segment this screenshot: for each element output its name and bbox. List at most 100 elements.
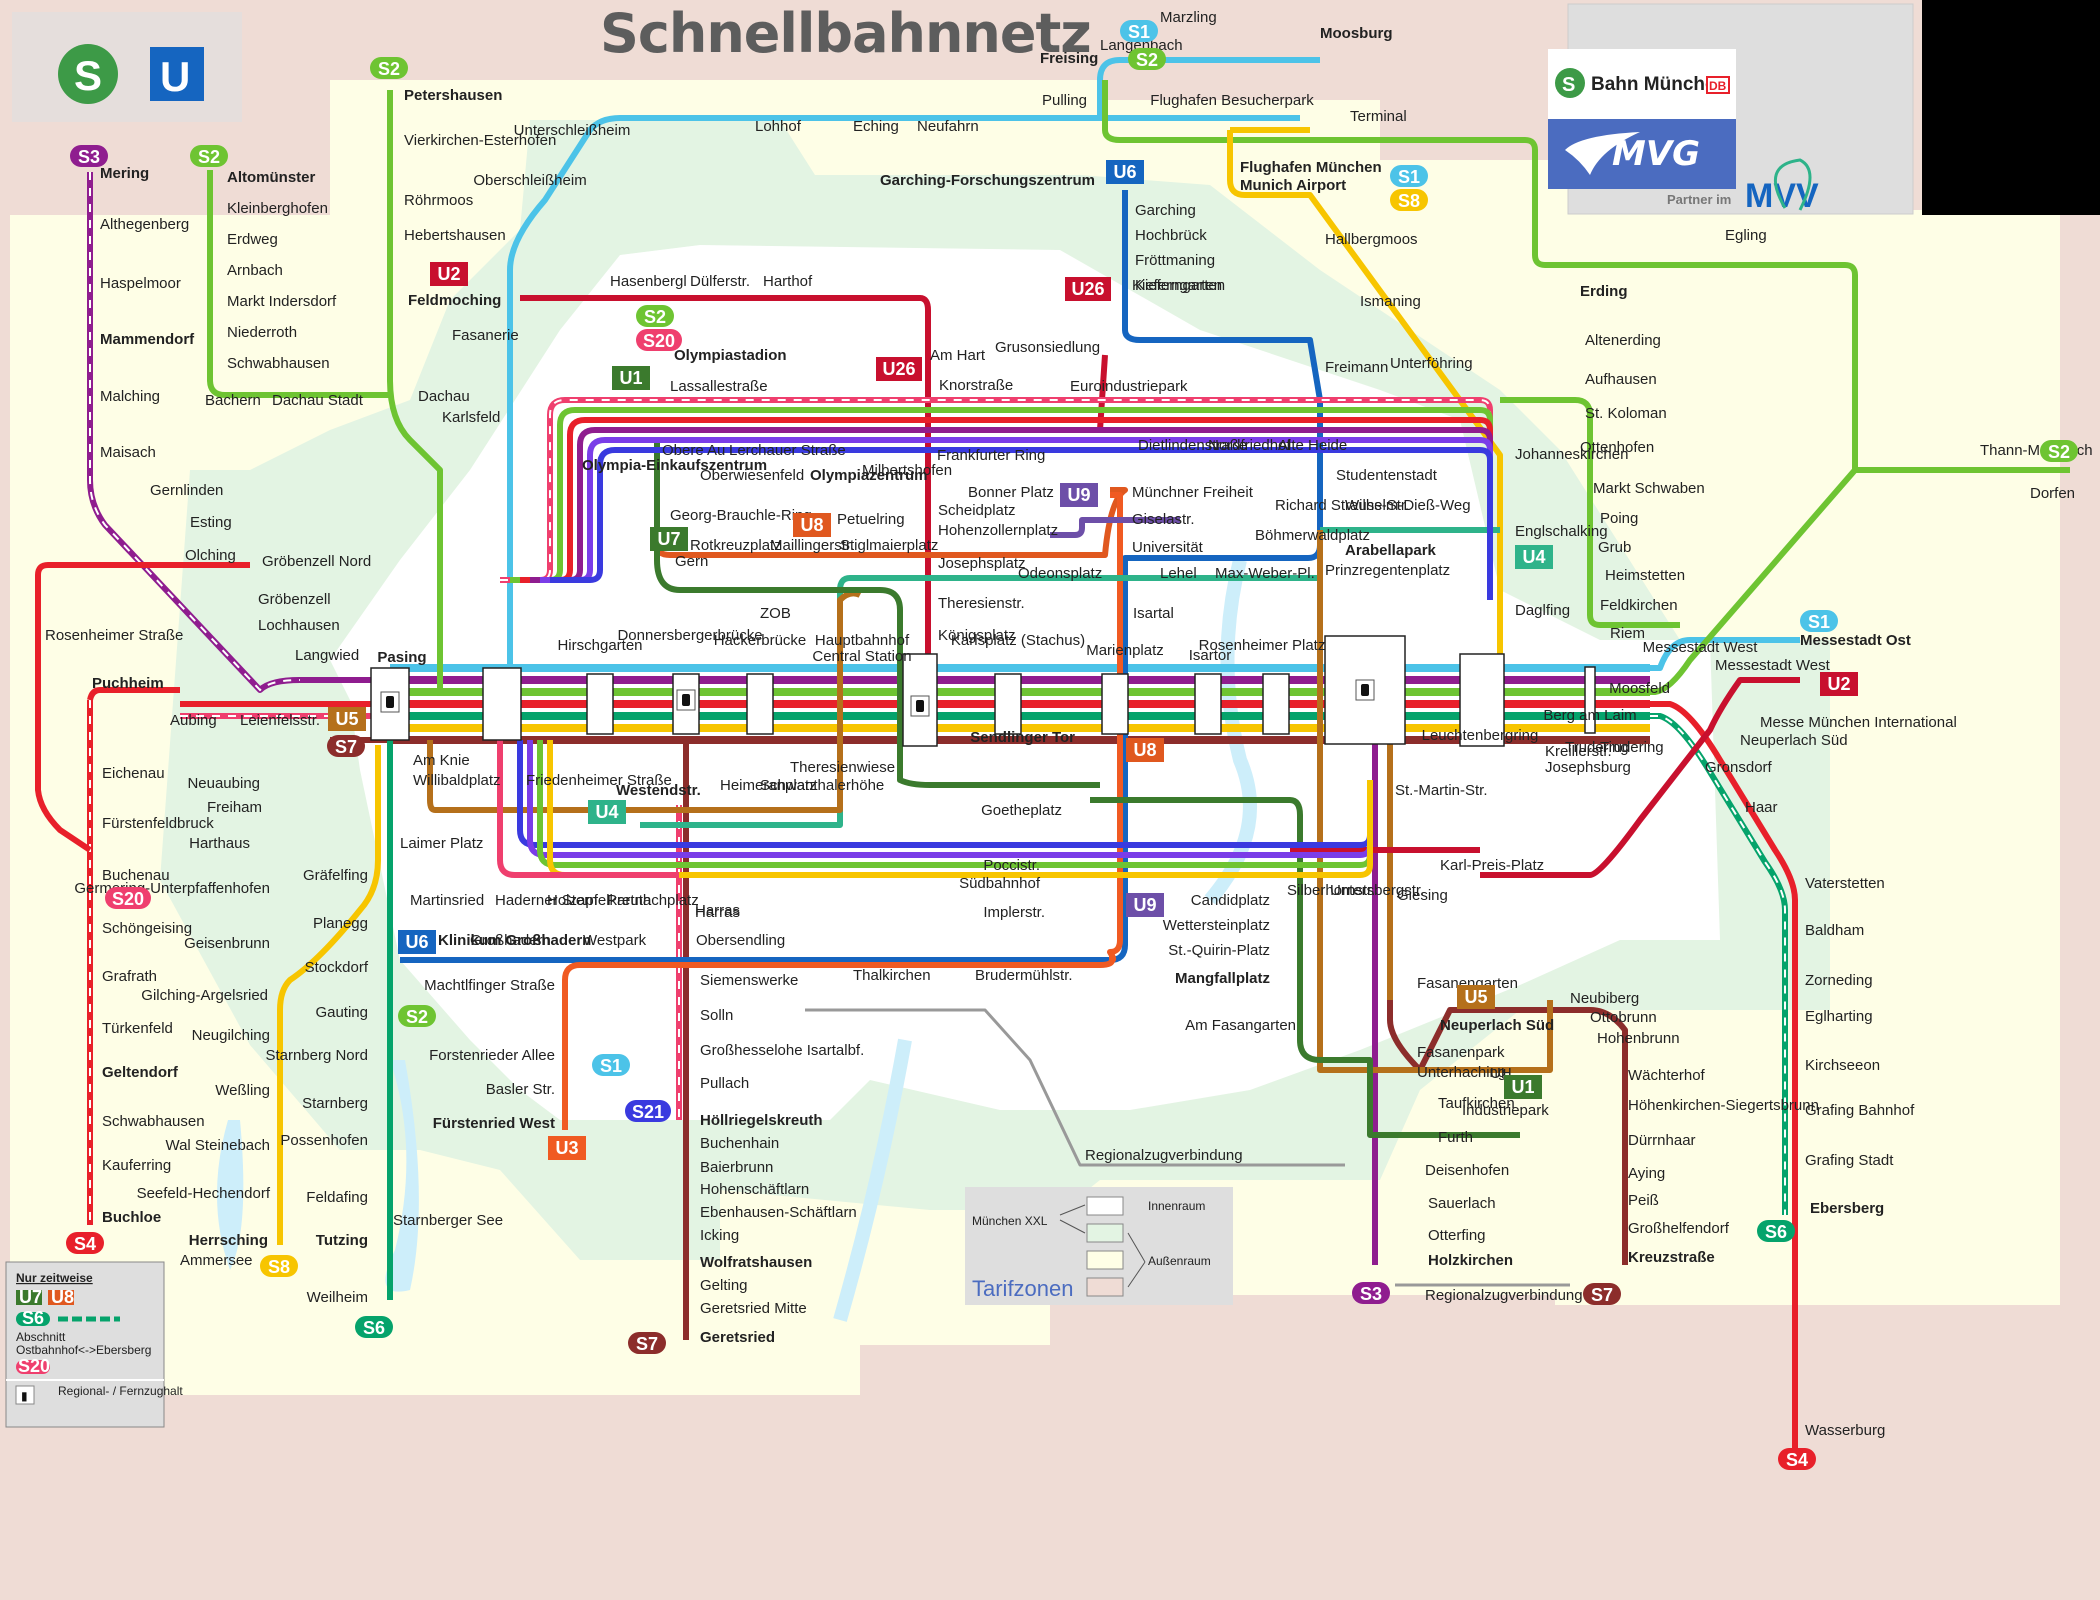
badge-s20 (636, 329, 682, 351)
station-label: Holzapfelkreuth (547, 892, 651, 909)
legend-section: Ostbahnhof<->Ebersberg (16, 1343, 151, 1357)
station-label: Schwabhausen (102, 1113, 205, 1130)
s1-north-line (507, 115, 1300, 335)
station-label: Markt Schwaben (1593, 480, 1705, 497)
station-label: Karl-Preis-Platz (1440, 857, 1544, 874)
station-label: Willibaldplatz (413, 772, 501, 789)
station-label: Grafing Bahnhof (1805, 1102, 1915, 1119)
station-label: Wilhelm-Dieß-Weg (1345, 497, 1471, 514)
badge-label: S2 (2048, 442, 2070, 462)
trunk-station (1459, 653, 1505, 747)
station-label: Klinikum Großhadern (438, 932, 591, 949)
badge-label: U8 (800, 515, 823, 535)
u9-line (1050, 517, 1180, 538)
station-label: Fasanerie (452, 327, 519, 344)
badge-s4 (66, 1232, 104, 1254)
badge-s7 (628, 1332, 666, 1354)
station-label: Possenhofen (280, 1132, 368, 1149)
station-label: Kreuzstraße (1628, 1249, 1715, 1266)
s4-east-line (1650, 701, 1798, 1470)
station-label: Buchloe (102, 1209, 161, 1226)
badge-u26 (1065, 277, 1111, 301)
station-label: Türkenfeld (102, 1020, 173, 1037)
station-label: Marienplatz (1086, 642, 1164, 659)
u2-east-line (1480, 677, 1800, 878)
station-label: Niederroth (227, 324, 297, 341)
station-label: Kleinberghofen (227, 200, 328, 217)
station-label: Flughafen Besucherpark (1150, 92, 1314, 109)
station-label: Neuperlach Süd (1740, 732, 1848, 749)
station-label: Südbahnhof (959, 875, 1041, 892)
station-label: Esting (190, 514, 232, 531)
station-label: Erding (1580, 283, 1628, 300)
station-label: Großhelfendorf (1628, 1220, 1730, 1237)
station-label: Hohenschäftlarn (700, 1181, 809, 1198)
trunk-station (370, 667, 410, 741)
station-label: Lassallestraße (670, 378, 768, 395)
badge-s3 (70, 145, 108, 167)
station-label: Gelting (700, 1277, 748, 1294)
station-label: Leienfelsstr. (240, 712, 320, 729)
db-logo-text: DB (1709, 79, 1727, 93)
legend-u8-badge (48, 1290, 74, 1305)
station-label: Icking (700, 1227, 739, 1244)
zone-swatch-outer (1086, 1277, 1124, 1297)
station-label: Großhesselohe Isartalbf. (700, 1042, 864, 1059)
station-label: Hohenbrunn (1597, 1030, 1680, 1047)
badge-u6 (1106, 160, 1144, 184)
legend-zones-brackets (1059, 1204, 1146, 1288)
badge-s1 (592, 1054, 630, 1076)
badge-label: U26 (882, 359, 915, 379)
station-label: Maisach (100, 444, 156, 461)
badge-u1 (1504, 1075, 1542, 1099)
legend-s6-label: S6 (22, 1308, 44, 1328)
station-label: Eglharting (1805, 1008, 1873, 1025)
station-label: Isartor (1189, 647, 1232, 664)
badge-label: S1 (1398, 167, 1420, 187)
station-label: Markt Indersdorf (227, 293, 337, 310)
station-label: Petershausen (404, 87, 502, 104)
station-label: Ammersee (180, 1252, 253, 1269)
station-label: Kauferring (102, 1157, 171, 1174)
station-label: Ottobrunn (1590, 1009, 1657, 1026)
station-label: Dietlindenstraße (1138, 437, 1247, 454)
station-label: Altenerding (1585, 332, 1661, 349)
badge-s21 (625, 1100, 671, 1122)
u-bahn-logo-letter: U (160, 53, 190, 100)
station-label: Pasing (377, 649, 426, 666)
station-label: Aubing (170, 712, 217, 729)
station-label: Starnberger See (393, 1212, 503, 1229)
trunk-station (1584, 666, 1596, 734)
station-label: Harthaus (189, 835, 250, 852)
s1-freising-line (1097, 57, 1320, 118)
badge-label: U3 (555, 1138, 578, 1158)
station-label: Giesing (1397, 887, 1448, 904)
badge-s2 (398, 1005, 436, 1027)
badge-label: U4 (1522, 547, 1545, 567)
badge-label: U9 (1133, 895, 1156, 915)
badge-u3 (548, 1136, 586, 1160)
station-label: Sendlinger Tor (970, 729, 1075, 746)
legend-s20-badge (16, 1360, 50, 1374)
station-label: Harras (695, 902, 740, 919)
station-label: Ebenhausen-Schäftlarn (700, 1204, 857, 1221)
station-label: Starnberg Nord (265, 1047, 368, 1064)
station-label: Feldkirchen (1600, 597, 1678, 614)
station-label: Wal Steinebach (165, 1137, 270, 1154)
station-label: Poccistr. (983, 857, 1040, 874)
station-label: Neufahrn (917, 118, 979, 135)
station-label: Mering (100, 165, 149, 182)
legend-u8-label: U8 (51, 1287, 74, 1307)
station-label: Stockdorf (305, 959, 369, 976)
badge-u9 (1060, 483, 1098, 507)
page-title: Schnellbahnnetz (600, 2, 1091, 65)
badge-label: S6 (1765, 1222, 1787, 1242)
station-label: Fröttmaning (1135, 252, 1215, 269)
u5-west (535, 590, 862, 813)
isar-river-south (833, 1038, 912, 1322)
station-label: Partnachplatz (607, 892, 699, 909)
station-label: Fasanenpark (1417, 1044, 1505, 1061)
s20-sudring (497, 740, 679, 878)
